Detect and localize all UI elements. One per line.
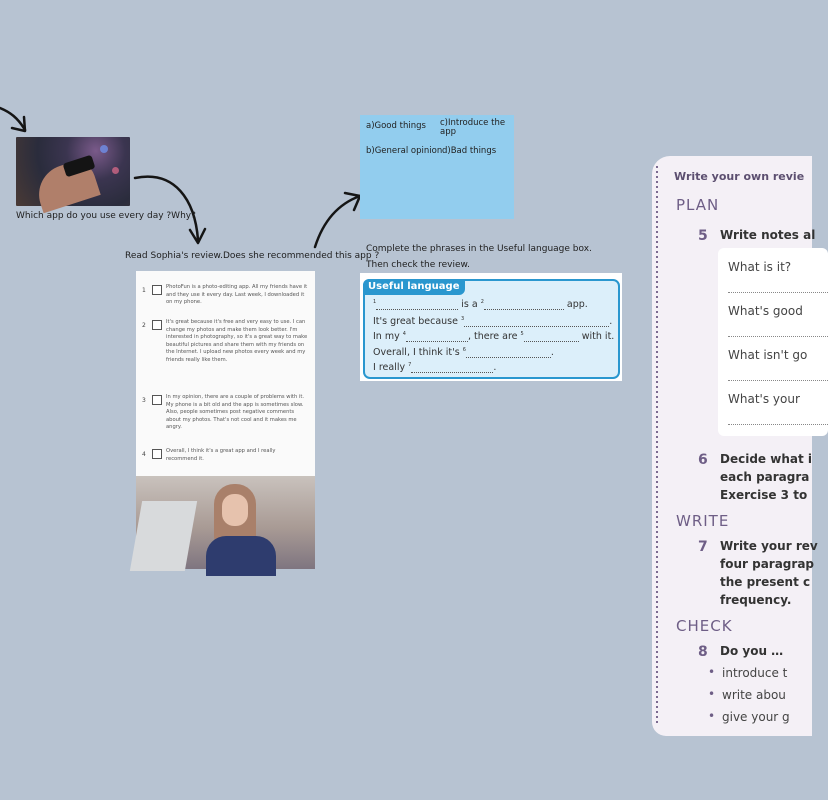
step-text: Do you … xyxy=(720,644,784,658)
step-text: Decide what i xyxy=(720,452,812,466)
answer-line xyxy=(728,292,828,293)
phrase-line-5: I really 7. xyxy=(373,362,497,374)
step-text: four paragrap xyxy=(720,557,815,571)
step-text: frequency. xyxy=(720,593,792,607)
paragraph-number: 4 xyxy=(142,451,146,458)
bullet-icon: • xyxy=(708,687,716,701)
worksheet-header: Write your own revie xyxy=(674,170,805,183)
step-text: the present c xyxy=(720,575,811,589)
paragraph-checkbox[interactable] xyxy=(152,320,162,330)
arrow-icon-topleft xyxy=(0,106,27,132)
arrow-icon-up xyxy=(313,194,362,249)
read-review-caption: Read Sophia's review.Does she recommende… xyxy=(125,251,380,261)
complete-phrases-caption-1: Complete the phrases in the Useful langu… xyxy=(366,244,592,254)
option-d: d)Bad things xyxy=(442,146,497,156)
phrase-line-2: It's great because 3. xyxy=(373,316,613,328)
phrase-line-3: In my 4, there are 5 with it. xyxy=(373,331,615,343)
worksheet-panel: Write your own revie PLAN 5 Write notes … xyxy=(652,156,828,736)
bullet-item: write abou xyxy=(722,688,786,702)
step-number: 6 xyxy=(698,452,708,468)
option-c: c)Introduce the app xyxy=(440,118,506,137)
paragraph-checkbox[interactable] xyxy=(152,449,162,459)
review-paragraph: Overall, I think it's a great app and I … xyxy=(166,448,276,462)
question-text: What's good xyxy=(728,304,803,318)
phone-photo xyxy=(16,137,130,214)
useful-language-box: Useful language 1 is a 2 app. It's great… xyxy=(363,279,620,379)
question-caption: Which app do you use every day ?Why? xyxy=(16,211,196,221)
bullet-item: introduce t xyxy=(722,666,788,680)
bullet-icon: • xyxy=(708,709,716,723)
useful-language-title: Useful language xyxy=(363,279,465,295)
bullet-item: give your g xyxy=(722,710,790,724)
question-text: What isn't go xyxy=(728,348,808,362)
bullet-icon: • xyxy=(708,665,716,679)
question-text: What is it? xyxy=(728,260,792,274)
option-b: b)General opinion xyxy=(366,146,443,156)
paragraph-number: 2 xyxy=(142,322,146,329)
review-page: 1 PhotoFun is a photo-editing app. All m… xyxy=(129,271,315,576)
answer-line xyxy=(728,380,828,381)
option-a: a)Good things xyxy=(366,121,426,131)
girl-photo xyxy=(129,476,315,576)
write-heading: WRITE xyxy=(676,512,730,530)
answer-line xyxy=(728,424,828,425)
step-number: 5 xyxy=(698,228,708,244)
review-paragraph: In my opinion, there are a couple of pro… xyxy=(166,394,305,431)
check-heading: CHECK xyxy=(676,617,733,635)
review-paragraph: It's great because it's free and very ea… xyxy=(166,319,308,363)
dotted-border xyxy=(656,166,658,726)
review-paragraph: PhotoFun is a photo-editing app. All my … xyxy=(166,284,308,306)
phrase-line-1: 1 is a 2 app. xyxy=(373,299,588,311)
useful-language-panel: Useful language 1 is a 2 app. It's great… xyxy=(360,273,622,381)
arrow-icon-center xyxy=(133,175,200,242)
step-text: Exercise 3 to xyxy=(720,488,808,502)
step-number: 7 xyxy=(698,539,708,555)
questions-box: What is it? What's good What isn't go Wh… xyxy=(718,248,828,436)
step-number: 8 xyxy=(698,644,708,660)
paragraph-checkbox[interactable] xyxy=(152,395,162,405)
paragraph-checkbox[interactable] xyxy=(152,285,162,295)
step-text: Write notes al xyxy=(720,228,816,242)
step-text: Write your rev xyxy=(720,539,818,553)
complete-phrases-caption-2: Then check the review. xyxy=(366,260,470,270)
paragraph-number: 3 xyxy=(142,397,146,404)
sticky-note: a)Good things c)Introduce the app b)Gene… xyxy=(360,115,514,219)
paragraph-number: 1 xyxy=(142,287,146,294)
plan-heading: PLAN xyxy=(676,196,720,214)
phrase-line-4: Overall, I think it's 6. xyxy=(373,347,554,359)
step-text: each paragra xyxy=(720,470,810,484)
answer-line xyxy=(728,336,828,337)
question-text: What's your xyxy=(728,392,800,406)
